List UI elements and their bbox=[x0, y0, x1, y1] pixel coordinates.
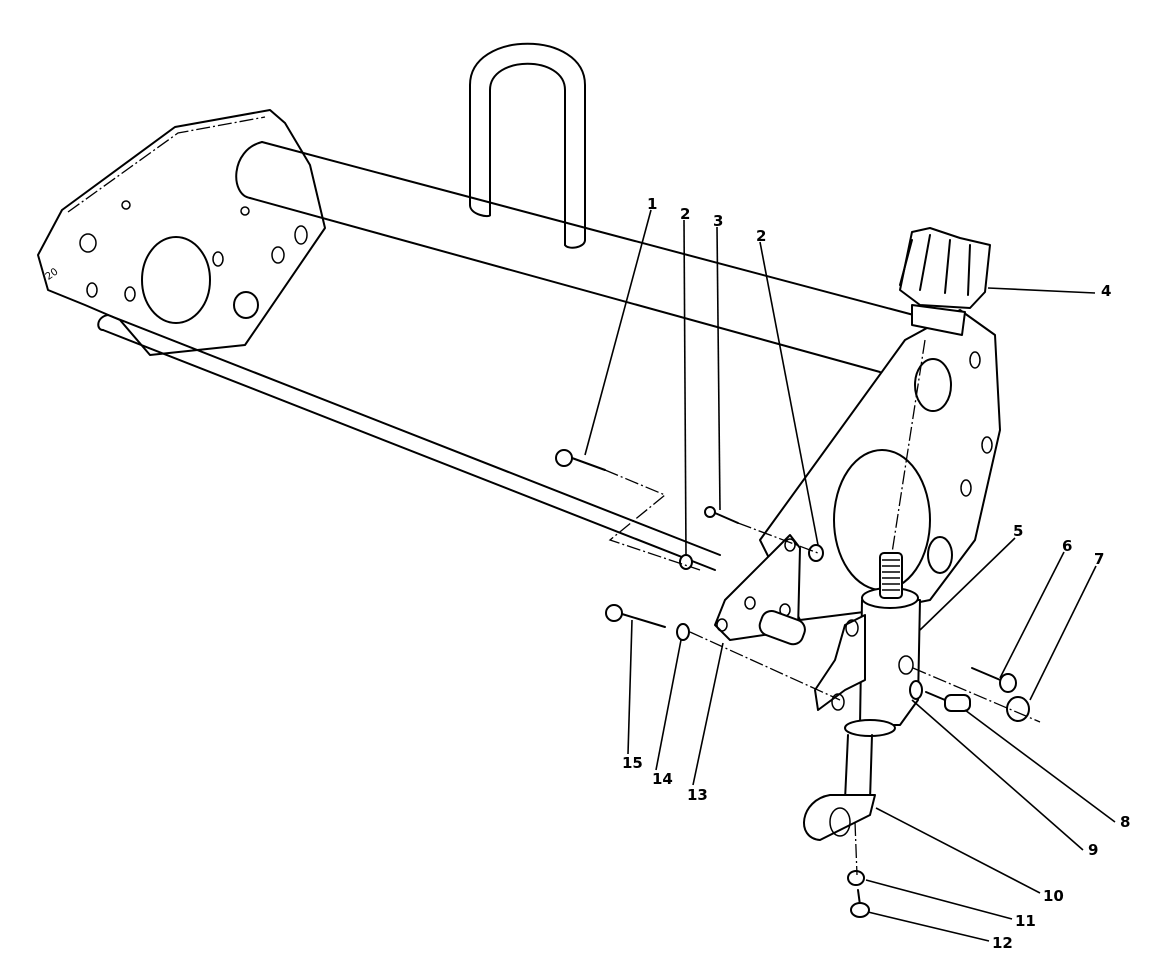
callout-13: 13 bbox=[687, 786, 708, 804]
callout-5: 5 bbox=[1013, 522, 1024, 540]
callout-2a: 2 bbox=[680, 205, 691, 223]
callout-7: 7 bbox=[1094, 550, 1105, 568]
lower-rod bbox=[97, 314, 721, 571]
spacer-tube bbox=[758, 610, 806, 646]
callout-12: 12 bbox=[992, 934, 1013, 952]
callout-3: 3 bbox=[713, 212, 724, 230]
callout-8: 8 bbox=[1120, 813, 1131, 831]
callout-10: 10 bbox=[1043, 887, 1064, 905]
callout-14: 14 bbox=[652, 770, 673, 788]
u-handle bbox=[469, 42, 586, 249]
shaft-clevis bbox=[803, 734, 876, 841]
callout-9: 9 bbox=[1088, 841, 1099, 859]
assembly-lines bbox=[604, 339, 1041, 876]
fasteners bbox=[555, 449, 1030, 918]
leader-lines bbox=[584, 209, 1116, 942]
callout-11: 11 bbox=[1015, 912, 1036, 930]
knob bbox=[899, 227, 1096, 336]
callout-6: 6 bbox=[1062, 537, 1073, 555]
callout-2b: 2 bbox=[756, 227, 767, 245]
left-side-plate bbox=[37, 109, 326, 356]
callout-4: 4 bbox=[1101, 282, 1112, 300]
callout-1: 1 bbox=[647, 195, 658, 213]
callout-15: 15 bbox=[622, 754, 643, 772]
pivot-housing bbox=[814, 552, 921, 737]
upper-cross-tube bbox=[235, 141, 941, 373]
